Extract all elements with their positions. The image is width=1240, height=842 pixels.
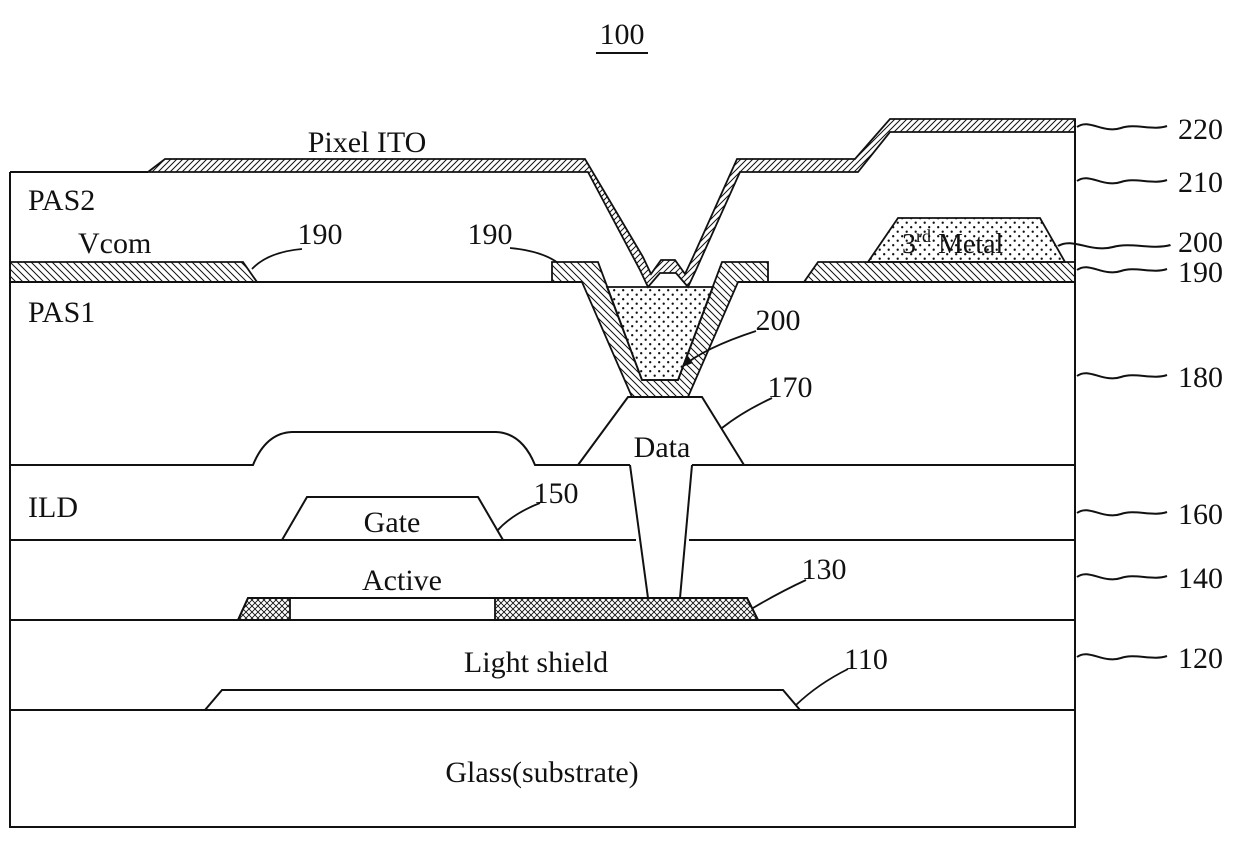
- figure-number: 100: [600, 18, 645, 51]
- outer-frame: [9, 119, 1076, 828]
- active-source-region: [236, 597, 291, 621]
- ref-160: 160: [1178, 498, 1223, 531]
- via-plug-200: [605, 286, 715, 381]
- squiggle-220: [1076, 123, 1168, 131]
- callout-170: 170: [768, 371, 813, 404]
- label-pas1: PAS1: [28, 296, 95, 329]
- squiggle-140: [1076, 573, 1168, 581]
- leader-190-left: [251, 248, 303, 270]
- data-electrode-shape: [577, 396, 745, 599]
- leader-190-via: [509, 247, 559, 264]
- pixel-ito-layer: [145, 118, 1076, 289]
- label-glass: Glass(substrate): [445, 756, 638, 789]
- vcom-layer-left: [9, 261, 259, 283]
- squiggle-210: [1076, 177, 1168, 185]
- ref-140: 140: [1178, 562, 1223, 595]
- ref-120: 120: [1178, 642, 1223, 675]
- leader-170: [721, 397, 773, 429]
- squiggle-180: [1076, 372, 1168, 380]
- ref-180: 180: [1178, 361, 1223, 394]
- label-pixel-ito: Pixel ITO: [308, 126, 427, 159]
- squiggle-190: [1076, 266, 1168, 274]
- callout-200-via: 200: [756, 304, 801, 337]
- label-light-shield: Light shield: [464, 646, 608, 679]
- label-data: Data: [634, 431, 691, 464]
- callout-190-left: 190: [298, 218, 343, 251]
- label-gate: Gate: [364, 506, 421, 539]
- label-ild: ILD: [28, 491, 78, 524]
- ref-210: 210: [1178, 166, 1223, 199]
- callout-190-via: 190: [468, 218, 513, 251]
- callout-110: 110: [844, 643, 888, 676]
- third-metal-rest-text: Metal: [938, 229, 1004, 260]
- squiggle-160: [1076, 509, 1168, 517]
- leader-150: [496, 502, 541, 532]
- ild-top-line: [10, 431, 1075, 466]
- light-shield-shape: [204, 689, 801, 711]
- label-pas2: PAS2: [28, 184, 95, 217]
- label-vcom: Vcom: [78, 227, 151, 260]
- filled-layers: [9, 118, 1076, 621]
- leader-110: [795, 668, 849, 706]
- callout-130: 130: [802, 553, 847, 586]
- leader-130: [752, 579, 807, 609]
- active-drain-region: [494, 597, 760, 621]
- leader-200-arrowhead: [682, 356, 693, 367]
- ref-220: 220: [1178, 113, 1223, 146]
- ref-190: 190: [1178, 256, 1223, 289]
- vcom-layer-right: [802, 261, 1076, 283]
- third-metal-sup-text: rd: [916, 226, 931, 246]
- gate-electrode-shape: [281, 496, 504, 541]
- label-third-metal: 3rd Metal: [902, 226, 1004, 260]
- callout-150: 150: [534, 477, 579, 510]
- squiggle-120: [1076, 653, 1168, 661]
- label-active: Active: [362, 564, 442, 597]
- third-metal-base-text: 3: [902, 229, 916, 260]
- third-metal-shape: [866, 217, 1067, 263]
- ref-200: 200: [1178, 226, 1223, 259]
